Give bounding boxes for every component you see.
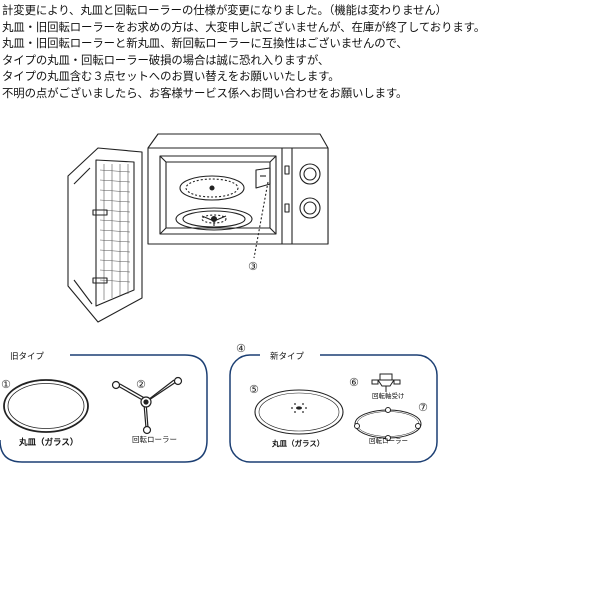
notice-line-1: 計変更により、丸皿と回転ローラーの仕様が変更になりました。（機能は変わりません） (2, 3, 447, 17)
notice-line-3: 丸皿・旧回転ローラーと新丸皿、新回転ローラーに互換性はございませんので、 (2, 36, 408, 51)
old-glass-plate-icon (3, 379, 89, 433)
new-type-border (229, 354, 438, 463)
notice-text: 計変更により、丸皿と回転ローラーの仕様が変更になりました。（機能は変わりません）… (2, 2, 598, 102)
old-plate-number: ① (1, 378, 11, 391)
roller-ring-caption: 回転ローラー (369, 437, 408, 445)
microwave-illustration (67, 133, 329, 323)
coupling-caption: 回転軸受け (372, 391, 405, 400)
old-plate-caption: 丸皿（ガラス） (18, 437, 78, 448)
coupling-number: ⑥ (349, 376, 359, 389)
new-type-frame: 新タイプ ④ ⑤ 丸皿（ガラス） ⑥ 回転軸受け (229, 342, 438, 463)
new-type-number: ④ (236, 342, 246, 355)
old-type-frame: 旧タイプ ① 丸皿（ガラス） ② 回転ローラー (0, 347, 208, 463)
notice-line-5: タイプの丸皿含む３点セットへのお買い替えをお願いいたします。 (2, 69, 340, 84)
old-type-border (0, 354, 208, 463)
old-type-label: 旧タイプ (10, 352, 45, 362)
roller-ring-icon (354, 407, 422, 441)
old-roller-caption: 回転ローラー (132, 435, 177, 444)
new-glass-plate-icon (254, 389, 344, 435)
callout-3-number: ③ (248, 260, 258, 273)
new-type-label: 新タイプ (270, 351, 305, 362)
old-roller-icon (111, 376, 183, 435)
notice-line-6: 不明の点がございましたら、お客様サービス係へお問い合わせをお願いします。 (2, 85, 408, 100)
old-roller-number: ② (136, 378, 146, 391)
new-plate-number: ⑤ (249, 383, 259, 396)
roller-ring-number: ⑦ (418, 401, 428, 414)
notice-line-4: タイプの丸皿・回転ローラー破損の場合は誠に恐れ入りますが、 (2, 52, 330, 67)
parts-illustration: ③ 旧タイプ ① 丸皿（ガラス） ② 回転ローラー (0, 133, 438, 463)
notice-line-2: 丸皿・旧回転ローラーをお求めの方は、大変申し訳ございませんが、在庫が終了しており… (2, 19, 486, 34)
shaft-coupling-icon (371, 373, 401, 392)
new-plate-caption: 丸皿（ガラス） (271, 438, 324, 448)
